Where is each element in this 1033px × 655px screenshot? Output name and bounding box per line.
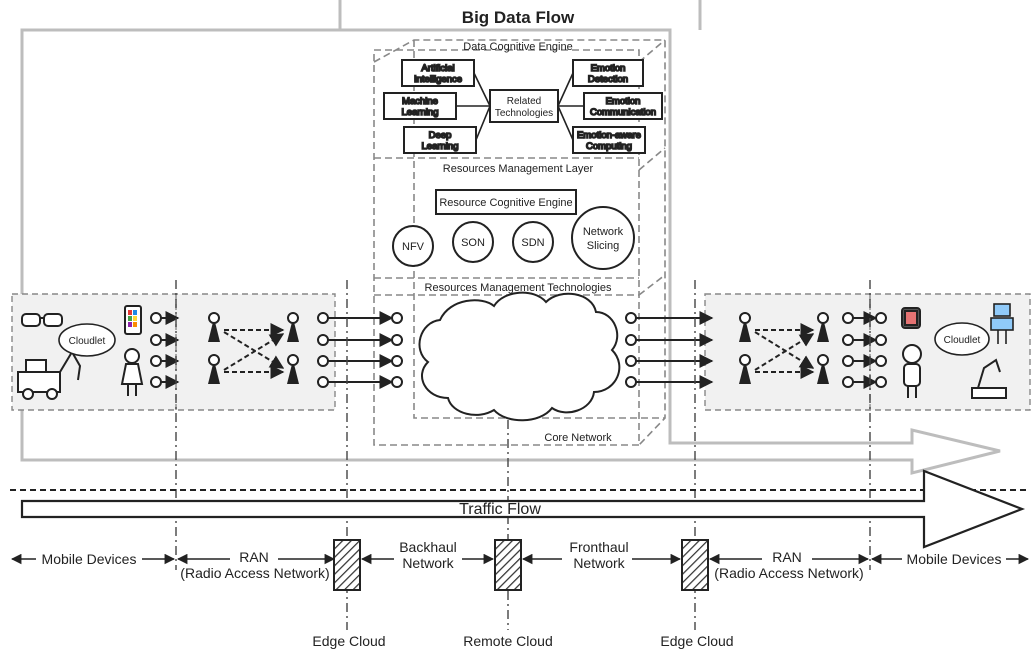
left-device-port-4: [151, 377, 161, 387]
cloudlet-left: Cloudlet: [59, 324, 115, 356]
resource-circle-3-line-1: SDN: [521, 237, 544, 249]
cloudlet-right-label: Cloudlet: [944, 335, 981, 346]
right-core-start-1: [626, 313, 636, 323]
ran-right-label: RAN: [772, 549, 802, 565]
edge-cloud-left-label: Edge Cloud: [312, 633, 385, 649]
backhaul-label: Backhaul: [399, 539, 457, 555]
cloudlet-left-label: Cloudlet: [69, 336, 106, 347]
resource-circle-2: SON: [453, 222, 493, 262]
backhaul-sublabel: Network: [402, 555, 454, 571]
core-network-label: Core Network: [544, 432, 612, 444]
related-technologies-box: Related Technologies: [490, 90, 558, 122]
resource-circle-1-line-1: NFV: [402, 241, 425, 253]
mobile-devices-left-label: Mobile Devices: [42, 551, 137, 567]
data-engine-right-box-2-line-2: Communication: [590, 107, 656, 118]
ran-right-sublabel: (Radio Access Network): [714, 565, 863, 581]
resource-circle-1: NFV: [393, 226, 433, 266]
right-device-port-3: [843, 356, 853, 366]
right-device-port-4: [843, 377, 853, 387]
remote-cloud-node: [495, 540, 521, 590]
related-technologies-line2: Technologies: [495, 108, 553, 119]
cloudlet-right: Cloudlet: [935, 323, 989, 355]
left-core-port-3: [318, 356, 328, 366]
left-core-port-2: [318, 335, 328, 345]
left-core-endpoint-1: [392, 313, 402, 323]
resource-circle-2-line-1: SON: [461, 237, 485, 249]
left-device-port-1: [151, 313, 161, 323]
data-engine-right-box-1-line-1: Emotion: [591, 63, 626, 74]
tablet-icon: [125, 306, 141, 334]
edge-cloud-left-node: [334, 540, 360, 590]
resource-cognitive-engine-label: Resource Cognitive Engine: [439, 197, 572, 209]
right-core-start-3: [626, 356, 636, 366]
right-device-port-1: [843, 313, 853, 323]
ran-left-sublabel: (Radio Access Network): [180, 565, 329, 581]
smartwatch-icon: [902, 308, 920, 328]
resources-management-layer-label: Resources Management Layer: [443, 163, 594, 175]
left-core-port-1: [318, 313, 328, 323]
edge-cloud-right-node: [682, 540, 708, 590]
left-core-endpoint-3: [392, 356, 402, 366]
data-engine-right-box-3-line-1: Emotion-aware: [577, 130, 641, 141]
left-device-port-3: [151, 356, 161, 366]
right-device-end-2: [876, 335, 886, 345]
data-engine-right-box-2: EmotionCommunication: [558, 93, 662, 119]
remote-cloud-label: Remote Cloud: [463, 633, 553, 649]
data-engine-left-box-2-line-1: Machine: [402, 96, 438, 107]
resource-circle-3: SDN: [513, 222, 553, 262]
data-engine-left-box-3-line-1: Deep: [429, 130, 452, 141]
data-engine-right-box-1-line-2: Detection: [588, 74, 628, 85]
left-device-port-2: [151, 335, 161, 345]
data-engine-right-box-2-line-1: Emotion: [606, 96, 641, 107]
right-core-start-4: [626, 377, 636, 387]
big-data-flow-title: Big Data Flow: [462, 8, 575, 27]
right-core-start-2: [626, 335, 636, 345]
mobile-devices-right-label: Mobile Devices: [907, 551, 1002, 567]
data-cognitive-engine-label: Data Cognitive Engine: [463, 41, 572, 53]
related-technologies-line1: Related: [507, 96, 541, 107]
right-device-end-4: [876, 377, 886, 387]
right-device-end-3: [876, 356, 886, 366]
fronthaul-sublabel: Network: [573, 555, 625, 571]
resource-cognitive-engine-box: Resource Cognitive Engine: [436, 190, 576, 214]
resource-circle-4-line-2: Slicing: [587, 240, 619, 252]
ran-left-label: RAN: [239, 549, 269, 565]
data-engine-left-box-1-line-2: Intelligence: [414, 74, 462, 85]
left-core-port-4: [318, 377, 328, 387]
data-engine-right-box-3-line-2: Computing: [586, 141, 632, 152]
left-core-endpoint-4: [392, 377, 402, 387]
fronthaul-label: Fronthaul: [569, 539, 628, 555]
right-device-port-2: [843, 335, 853, 345]
data-engine-left-box-1-line-1: Artificial: [421, 63, 454, 74]
resource-circle-4-line-1: Network: [583, 226, 624, 238]
right-device-end-1: [876, 313, 886, 323]
core-network-cloud: [419, 293, 619, 421]
data-engine-left-box-2-line-2: Learning: [402, 107, 439, 118]
edge-cloud-right-label: Edge Cloud: [660, 633, 733, 649]
data-engine-left-box-3-line-2: Learning: [422, 141, 459, 152]
traffic-flow-label: Traffic Flow: [459, 501, 541, 518]
left-core-endpoint-2: [392, 335, 402, 345]
